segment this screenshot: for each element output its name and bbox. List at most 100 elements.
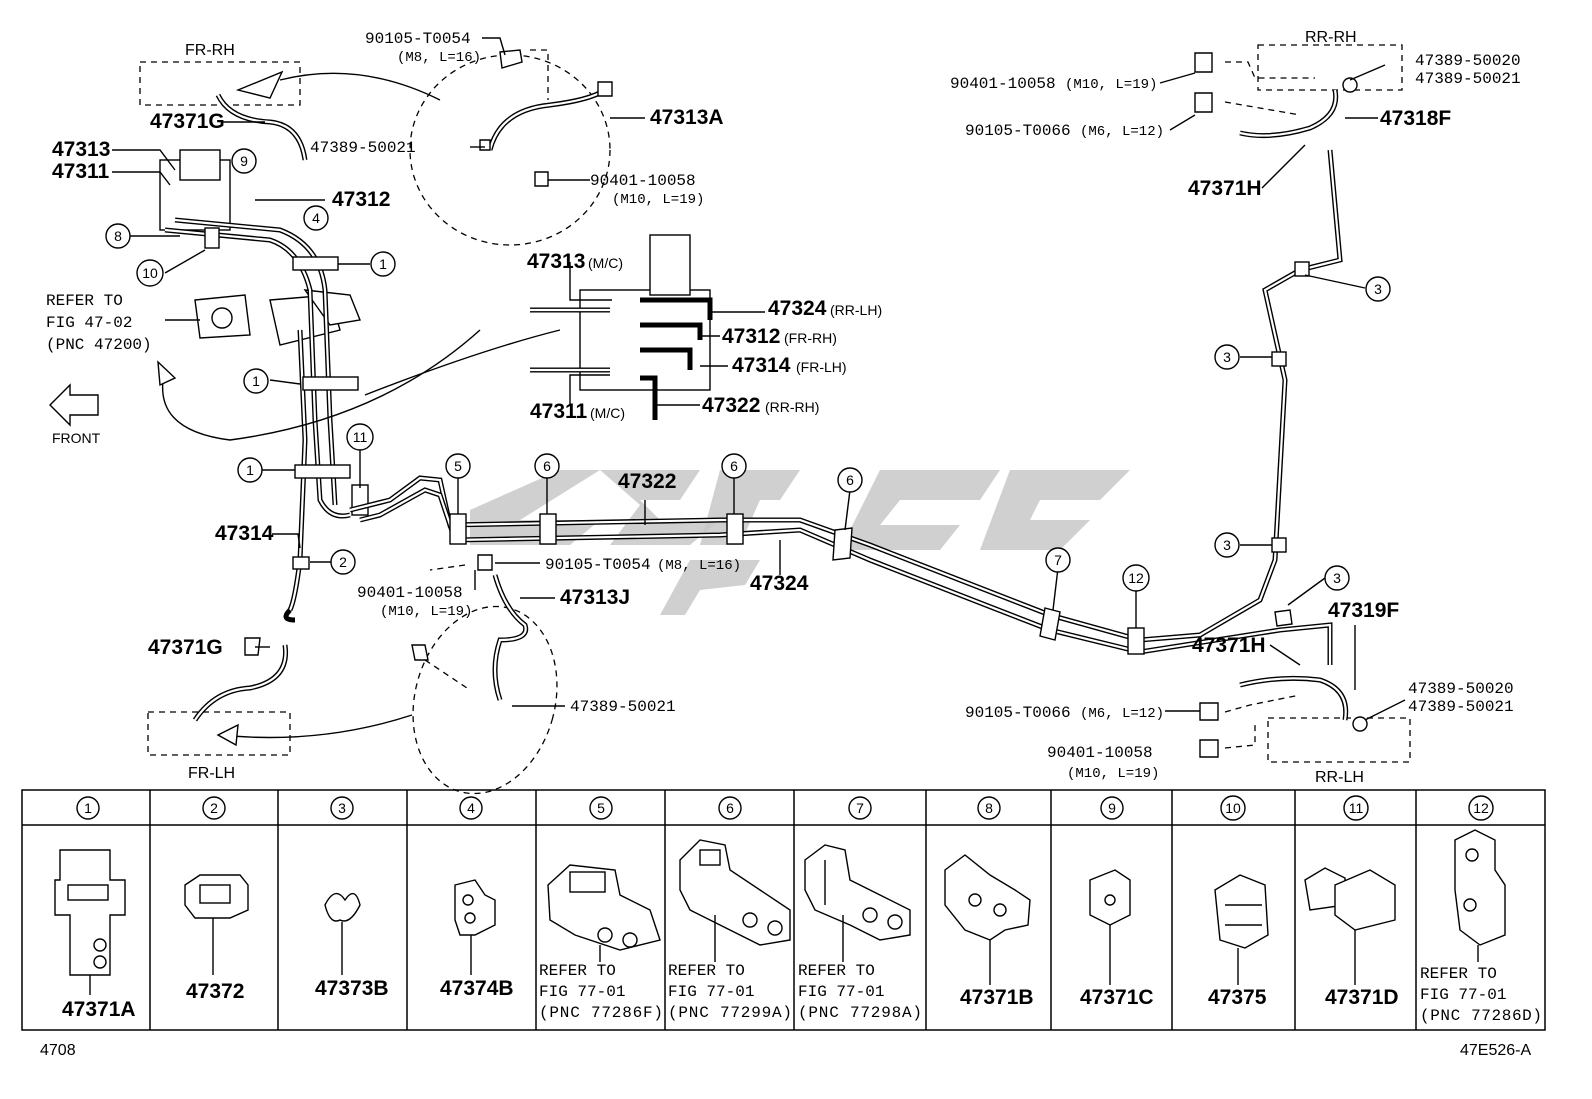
clip-icon: [1352, 716, 1368, 732]
label-47312: 47312: [332, 188, 390, 211]
table-header-8: 8: [977, 796, 1001, 820]
label-47322: 47322: [618, 470, 676, 493]
fr-lh-box: [147, 711, 291, 756]
svg-text:6: 6: [726, 800, 734, 816]
table-header-4: 4: [459, 796, 483, 820]
refer-line-3: (PNC 47200): [46, 336, 152, 354]
label-47314-fr-sub: (FR-LH): [796, 359, 847, 375]
clip-sketch-clip-7: [804, 844, 911, 962]
bolt-icon: [411, 644, 429, 661]
table-header-10: 10: [1220, 795, 1246, 821]
clip-12: [1127, 627, 1145, 655]
svg-text:9: 9: [240, 153, 248, 169]
cell-part-47374B: 47374B: [440, 977, 514, 1000]
clip-1b: [302, 376, 359, 391]
index-circle-3a: 3: [1365, 276, 1391, 302]
index-circle-8: 8: [105, 223, 131, 249]
cell-refer-6-line2: FIG 77-01: [668, 983, 754, 1001]
cell-refer-12-line3: (PNC 77286D): [1420, 1007, 1542, 1025]
label-47389-50020-bot: 47389-50020: [1408, 680, 1514, 698]
label-90401-10058-top: 90401-10058: [590, 172, 696, 190]
label-90105-T0066-rr-top: 90105-T0066: [965, 122, 1071, 140]
clip-7: [1039, 607, 1061, 641]
refer-line-1: REFER TO: [46, 292, 123, 310]
cell-part-47371A: 47371A: [62, 998, 136, 1021]
label-90401-10058-rr-bot: 90401-10058: [1047, 744, 1153, 762]
cell-refer-5-line1: REFER TO: [539, 962, 616, 980]
label-90401-10058-rr-bot-spec: (M10, L=19): [1067, 766, 1159, 782]
cell-part-47372: 47372: [186, 980, 244, 1003]
clip-table: 1 2 3 4 5 6 7 8 9 10 11 12: [21, 789, 1546, 1031]
clip-sketch-47372: [184, 874, 249, 975]
bolt-icon: [499, 49, 523, 69]
bolt-icon: [1194, 52, 1213, 73]
footer-right: 47E526-A: [1460, 1042, 1531, 1059]
index-circle-6b: 6: [721, 453, 747, 479]
label-47324-rr: 47324: [768, 297, 827, 320]
label-90105-T0054-mid: 90105-T0054: [545, 556, 651, 574]
master-cylinder-area: [157, 149, 561, 612]
svg-text:3: 3: [1223, 349, 1231, 365]
label-47313-mc-sub: (M/C): [588, 255, 623, 271]
table-header-6: 6: [718, 796, 742, 820]
clip-sketch-47371C: [1089, 869, 1131, 985]
label-47371H-top: 47371H: [1188, 177, 1262, 200]
svg-text:7: 7: [856, 800, 864, 816]
fr-lh-area: FR-LH: [147, 554, 558, 795]
clip-2: [292, 556, 310, 570]
label-90105-T0054-top-spec: (M8, L=16): [397, 50, 481, 66]
svg-text:12: 12: [1473, 800, 1489, 816]
svg-text:2: 2: [210, 800, 218, 816]
svg-text:3: 3: [338, 800, 346, 816]
bolt-icon: [1199, 702, 1219, 721]
svg-text:3: 3: [1223, 537, 1231, 553]
label-47389-50021-rtop: 47389-50021: [1415, 70, 1521, 88]
label-90105-T0066-rr-bot: 90105-T0066: [965, 704, 1071, 722]
label-90401-10058-rr-top-spec: (M10, L=19): [1065, 77, 1157, 93]
rr-rh-box: [1257, 44, 1403, 91]
svg-text:6: 6: [543, 458, 551, 474]
label-47324-rr-sub: (RR-LH): [830, 302, 882, 318]
label-47313: 47313: [52, 138, 110, 161]
clip-3d: [1274, 609, 1293, 627]
clip-sketch-47371B: [944, 854, 1031, 985]
front-arrow-icon: FRONT: [49, 383, 101, 446]
mc-inset-block: [579, 289, 711, 391]
svg-text:12: 12: [1128, 570, 1144, 586]
cell-refer-7-line2: FIG 77-01: [798, 983, 884, 1001]
index-circle-3d: 3: [1324, 565, 1350, 591]
clip-sketch-clip-5: [547, 864, 661, 962]
cell-refer-6-line1: REFER TO: [668, 962, 745, 980]
fr-rh-detail-ellipse: [409, 54, 611, 246]
label-47313J: 47313J: [560, 586, 630, 609]
rear-tubes: [349, 149, 1343, 665]
rr-lh-box: [1267, 717, 1411, 763]
front-label: FRONT: [52, 430, 101, 446]
rr-lh-label: RR-LH: [1315, 769, 1364, 786]
svg-text:11: 11: [1349, 800, 1364, 816]
label-90401-10058-top-spec: (M10, L=19): [612, 192, 704, 208]
label-47311-mc: 47311: [530, 400, 588, 423]
label-47313A: 47313A: [650, 106, 724, 129]
cell-refer-6-line3: (PNC 77299A): [668, 1004, 792, 1022]
index-circle-6c: 6: [837, 467, 863, 493]
index-circle-3b: 3: [1214, 344, 1240, 370]
mc-detail-inset: [530, 234, 713, 420]
fr-lh-detail-ellipse: [412, 605, 558, 795]
label-47314-fr: 47314: [732, 354, 791, 377]
clip-3c: [1271, 537, 1287, 553]
svg-text:1: 1: [84, 800, 92, 816]
table-header-11: 11: [1343, 795, 1369, 821]
label-47312-fr: 47312: [722, 325, 780, 348]
label-90401-10058-mid: 90401-10058: [357, 584, 463, 602]
label-47311-mc-sub: (M/C): [590, 405, 625, 421]
index-circle-1a: 1: [370, 251, 396, 277]
rr-rh-area: RR-RH: [1194, 29, 1403, 139]
svg-text:11: 11: [353, 429, 368, 445]
cell-part-47375: 47375: [1208, 986, 1267, 1009]
part-labels: 90105-T0054 (M8, L=16) 47313A 47389-5002…: [46, 30, 1521, 782]
svg-text:6: 6: [846, 472, 854, 488]
svg-text:8: 8: [114, 228, 122, 244]
label-47311: 47311: [52, 160, 110, 183]
